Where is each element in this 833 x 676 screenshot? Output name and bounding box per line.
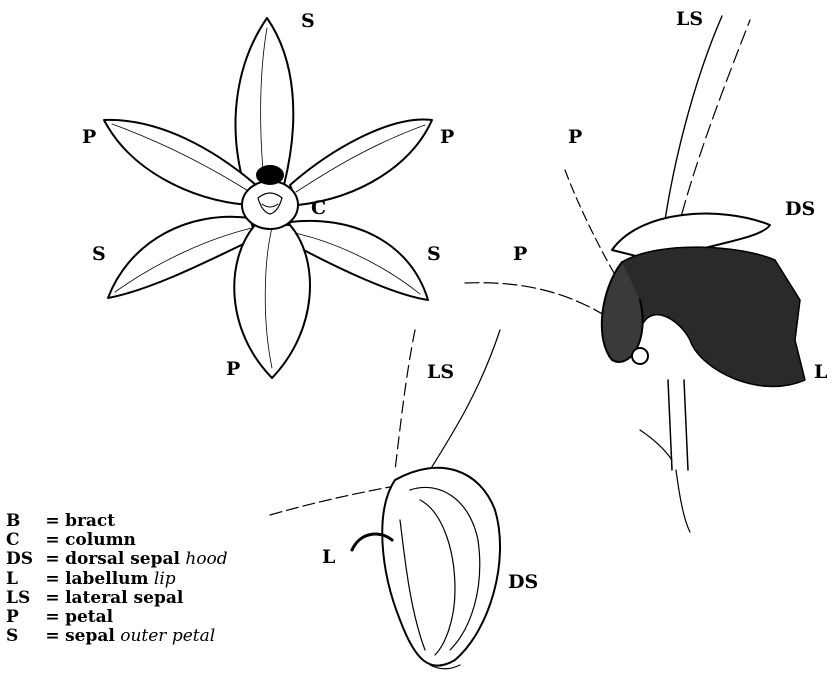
label-front-sepal-top: S (301, 12, 315, 31)
bud-view-flower (270, 330, 500, 669)
legend-row: P = petal (6, 608, 228, 627)
legend-row: B = bract (6, 512, 228, 531)
legend-term: column (65, 530, 136, 550)
legend-equals: = (45, 511, 59, 531)
label-side-petal-top: P (568, 128, 582, 147)
legend-gloss: hood (185, 549, 227, 569)
legend-equals: = (45, 549, 59, 569)
legend-abbr: C (6, 531, 40, 550)
label-front-petal-left: P (82, 128, 96, 147)
legend-term: petal (65, 607, 113, 627)
legend-gloss: lip (154, 569, 176, 589)
legend-term: dorsal sepal (65, 549, 180, 569)
label-front-column: C (311, 199, 326, 218)
legend-abbr: S (6, 627, 40, 646)
legend-abbr: DS (6, 550, 40, 569)
label-side-dorsal-sepal: DS (785, 200, 815, 219)
legend-term: labellum (65, 569, 148, 589)
legend-equals: = (45, 626, 59, 646)
legend-abbr: B (6, 512, 40, 531)
legend-equals: = (45, 607, 59, 627)
legend-abbr: LS (6, 589, 40, 608)
legend-abbr: P (6, 608, 40, 627)
legend: B = bract C = column DS = dorsal sepal h… (6, 512, 228, 646)
label-front-sepal-left: S (92, 245, 106, 264)
label-front-petal-right: P (440, 128, 454, 147)
legend-equals: = (45, 588, 59, 608)
legend-gloss: outer petal (120, 626, 215, 646)
legend-equals: = (45, 569, 59, 589)
side-view-flower (465, 16, 805, 532)
label-side-lateral-sepal: LS (676, 10, 703, 29)
legend-row: DS = dorsal sepal hood (6, 550, 228, 569)
label-front-sepal-right: S (427, 245, 441, 264)
legend-term: sepal (65, 626, 115, 646)
legend-term: lateral sepal (65, 588, 183, 608)
label-bud-dorsal-sepal: DS (508, 573, 538, 592)
legend-equals: = (45, 530, 59, 550)
label-front-petal-bottom: P (226, 360, 240, 379)
label-side-petal-left: P (513, 245, 527, 264)
legend-row: LS = lateral sepal (6, 589, 228, 608)
label-bud-labellum: L (322, 548, 335, 567)
label-side-labellum: L (814, 363, 827, 382)
legend-row: L = labellum lip (6, 570, 228, 589)
label-bud-lateral-sepal: LS (427, 363, 454, 382)
legend-row: C = column (6, 531, 228, 550)
legend-term: bract (65, 511, 115, 531)
legend-row: S = sepal outer petal (6, 627, 228, 646)
legend-abbr: L (6, 570, 40, 589)
front-view-flower (104, 18, 432, 378)
